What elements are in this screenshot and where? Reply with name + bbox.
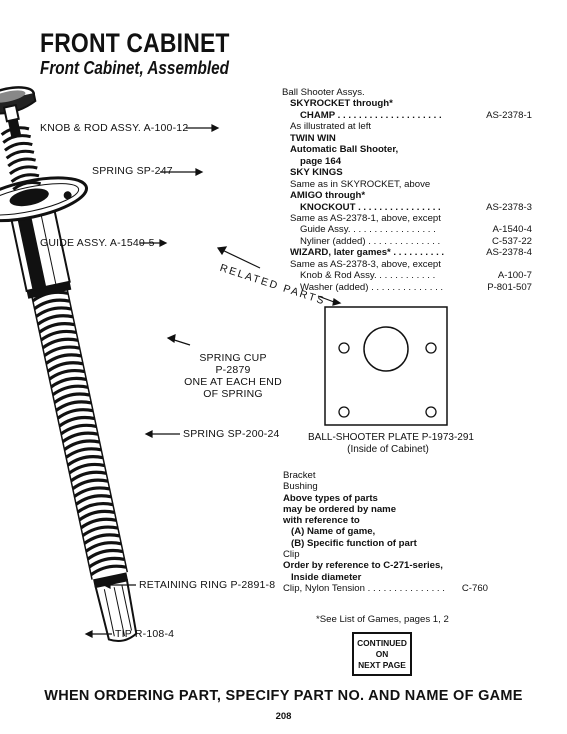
related-line: Bracket	[283, 470, 488, 481]
assembly-line-text: Same as AS-2378-1, above, except	[290, 212, 441, 224]
related-line: Bushing	[283, 481, 488, 492]
related-line-text: with reference to	[283, 515, 360, 527]
related-line-text: may be ordered by name	[283, 503, 397, 515]
related-line-text: (A) Name of game,	[291, 526, 376, 538]
assembly-line: Nyliner (added) . . . . . . . . . . . . …	[282, 236, 532, 247]
continued-box: CONTINUED ON NEXT PAGE	[352, 632, 412, 676]
related-line-text: Clip, Nylon Tension . . . . . . . . . . …	[283, 582, 445, 594]
assembly-line-text: page 164	[300, 155, 342, 167]
assembly-line-text: Same as AS-2378-3, above, except	[290, 258, 441, 270]
callout-knob-rod: KNOB & ROD ASSY. A-100-12	[40, 122, 189, 134]
callout-tip: TIP R-108-4	[115, 628, 175, 640]
related-line: (A) Name of game,	[283, 526, 488, 537]
related-line-text: Above types of parts	[283, 492, 378, 504]
assembly-line-part-number: A-1540-4	[492, 224, 532, 236]
assembly-line-text: Same as in SKYROCKET, above	[290, 178, 431, 190]
assembly-line-text: AMIGO through*	[290, 190, 366, 202]
related-line-text: (B) Specific function of part	[291, 537, 417, 549]
assembly-line-text: Guide Assy. . . . . . . . . . . . . . . …	[300, 224, 436, 236]
page-title: FRONT CABINET	[40, 28, 230, 58]
assembly-line-part-number: P-801-507	[487, 281, 532, 293]
assembly-line: Guide Assy. . . . . . . . . . . . . . . …	[282, 224, 532, 235]
callout-retaining-ring: RETAINING RING P-2891-8	[139, 579, 276, 591]
assembly-line-part-number: AS-2378-4	[486, 247, 532, 259]
assembly-line: SKY KINGS	[282, 167, 532, 178]
assembly-line-text: TWIN WIN	[290, 132, 336, 144]
assembly-line-text: WIZARD, later games* . . . . . . . . . .	[290, 247, 445, 259]
assembly-line-text: Automatic Ball Shooter,	[290, 144, 399, 156]
assembly-line: As illustrated at left	[282, 121, 532, 132]
plate-caption: BALL-SHOOTER PLATE P-1973-291 (Inside of…	[308, 432, 474, 455]
related-line-part-number: C-760	[461, 582, 488, 594]
assembly-line-text: Nyliner (added) . . . . . . . . . . . . …	[300, 235, 441, 247]
related-line-text: Clip	[283, 549, 300, 561]
assembly-line-part-number: AS-2378-3	[486, 201, 532, 213]
assembly-line: Ball Shooter Assys.	[282, 87, 532, 98]
assembly-line: Same as in SKYROCKET, above	[282, 179, 532, 190]
assembly-line-text: SKYROCKET through*	[290, 98, 393, 110]
assembly-line: TWIN WIN	[282, 133, 532, 144]
assembly-line: Knob & Rod Assy. . . . . . . . . . . . A-…	[282, 270, 532, 281]
assembly-line: SKYROCKET through*	[282, 98, 532, 109]
related-line-text: Order by reference to C-271-series,	[283, 560, 443, 572]
related-line: may be ordered by name	[283, 504, 488, 515]
related-line: Clip, Nylon Tension . . . . . . . . . . …	[283, 583, 488, 594]
ball-shooter-plate	[324, 306, 448, 426]
assembly-line: Washer (added) . . . . . . . . . . . . .…	[282, 282, 532, 293]
related-line: Order by reference to C-271-series,	[283, 560, 488, 571]
assembly-line-part-number: A-100-7	[497, 270, 532, 282]
callout-spring-mid: SPRING SP-200-24	[183, 428, 280, 440]
related-line: Inside diameter	[283, 572, 488, 583]
assembly-line-text: Knob & Rod Assy. . . . . . . . . . . .	[300, 270, 436, 282]
assembly-line-part-number: AS-2378-1	[486, 109, 532, 121]
games-note: *See List of Games, pages 1, 2	[316, 614, 449, 625]
assembly-line: page 164	[282, 156, 532, 167]
related-line-text: Bushing	[283, 481, 318, 493]
callout-spring-top: SPRING SP-247	[92, 165, 173, 177]
assembly-line: Automatic Ball Shooter,	[282, 144, 532, 155]
retaining-ring	[93, 572, 128, 588]
long-spring	[31, 288, 130, 590]
assembly-line-text: SKY KINGS	[290, 167, 343, 179]
assembly-line: KNOCKOUT . . . . . . . . . . . . . . . .…	[282, 202, 532, 213]
related-line: Above types of parts	[283, 493, 488, 504]
related-line-text: Inside diameter	[291, 571, 362, 583]
related-line: with reference to	[283, 515, 488, 526]
assembly-line: Same as AS-2378-3, above, except	[282, 259, 532, 270]
callout-guide-assy: GUIDE ASSY. A-1540-5	[40, 237, 155, 249]
assembly-line-text: As illustrated at left	[290, 121, 372, 133]
assembly-line: Same as AS-2378-1, above, except	[282, 213, 532, 224]
shooter-knob	[0, 86, 37, 123]
assembly-line-text: CHAMP . . . . . . . . . . . . . . . . . …	[300, 109, 442, 121]
assembly-line: WIZARD, later games* . . . . . . . . . .…	[282, 247, 532, 258]
upper-spring	[0, 126, 42, 191]
assembly-line: AMIGO through*	[282, 190, 532, 201]
assembly-line-part-number: C-537-22	[492, 235, 532, 247]
related-line: (B) Specific function of part	[283, 538, 488, 549]
callout-spring-cup: SPRING CUP P-2879 ONE AT EACH END OF SPR…	[184, 352, 282, 400]
shooter-rod	[0, 86, 138, 642]
assemblies-list: Ball Shooter Assys.SKYROCKET through*CHA…	[282, 87, 532, 293]
assembly-line: CHAMP . . . . . . . . . . . . . . . . . …	[282, 110, 532, 121]
related-line: Clip	[283, 549, 488, 560]
related-line-text: Bracket	[283, 470, 316, 481]
assembly-line-text: Ball Shooter Assys.	[282, 87, 365, 98]
assembly-line-text: Washer (added) . . . . . . . . . . . . .…	[300, 281, 444, 293]
page-number: 208	[275, 711, 292, 722]
assembly-line-text: KNOCKOUT . . . . . . . . . . . . . . . .	[300, 201, 441, 213]
page-subtitle: Front Cabinet, Assembled	[40, 58, 230, 78]
ordering-footer: WHEN ORDERING PART, SPECIFY PART NO. AND…	[44, 688, 523, 704]
